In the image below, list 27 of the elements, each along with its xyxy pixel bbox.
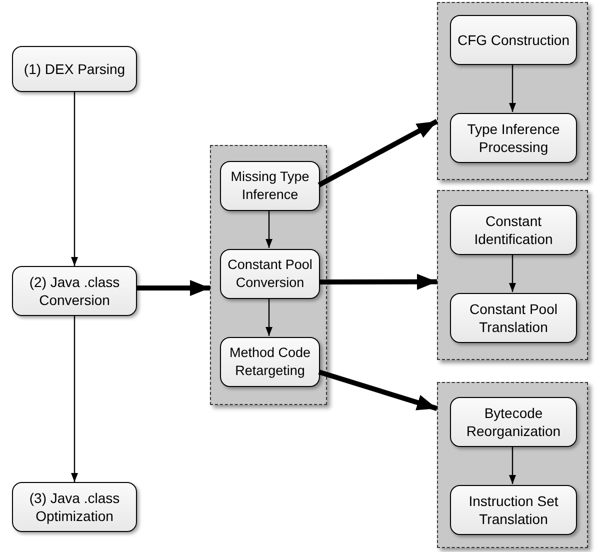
arrow [137, 280, 210, 296]
process-box: Method Code Retargeting [220, 337, 320, 387]
process-box: Instruction Set Translation [450, 485, 577, 535]
arrow [318, 119, 438, 188]
group-panel [437, 2, 588, 180]
group-panel [437, 190, 588, 360]
process-box: (3) Java .class Optimization [12, 482, 137, 532]
process-box: Constant Pool Translation [450, 293, 577, 343]
arrow [509, 446, 516, 484]
process-box: Bytecode Reorganization [450, 397, 577, 447]
process-box: (2) Java .class Conversion [12, 266, 137, 316]
arrow [71, 316, 78, 482]
process-box: Type Inference Processing [450, 113, 577, 163]
process-box: (1) DEX Parsing [12, 46, 137, 92]
process-box: Constant Identification [450, 205, 577, 255]
arrow [266, 298, 272, 336]
arrow [509, 64, 516, 112]
arrow [71, 92, 78, 266]
arrow [318, 370, 438, 411]
group-panel [437, 382, 588, 548]
arrow [319, 274, 437, 290]
process-box: CFG Construction [450, 15, 577, 65]
process-box: Constant Pool Conversion [220, 249, 320, 299]
arrow [509, 254, 516, 292]
process-box: Missing Type Inference [220, 161, 320, 211]
group-panel [210, 145, 327, 405]
arrow [266, 210, 272, 248]
